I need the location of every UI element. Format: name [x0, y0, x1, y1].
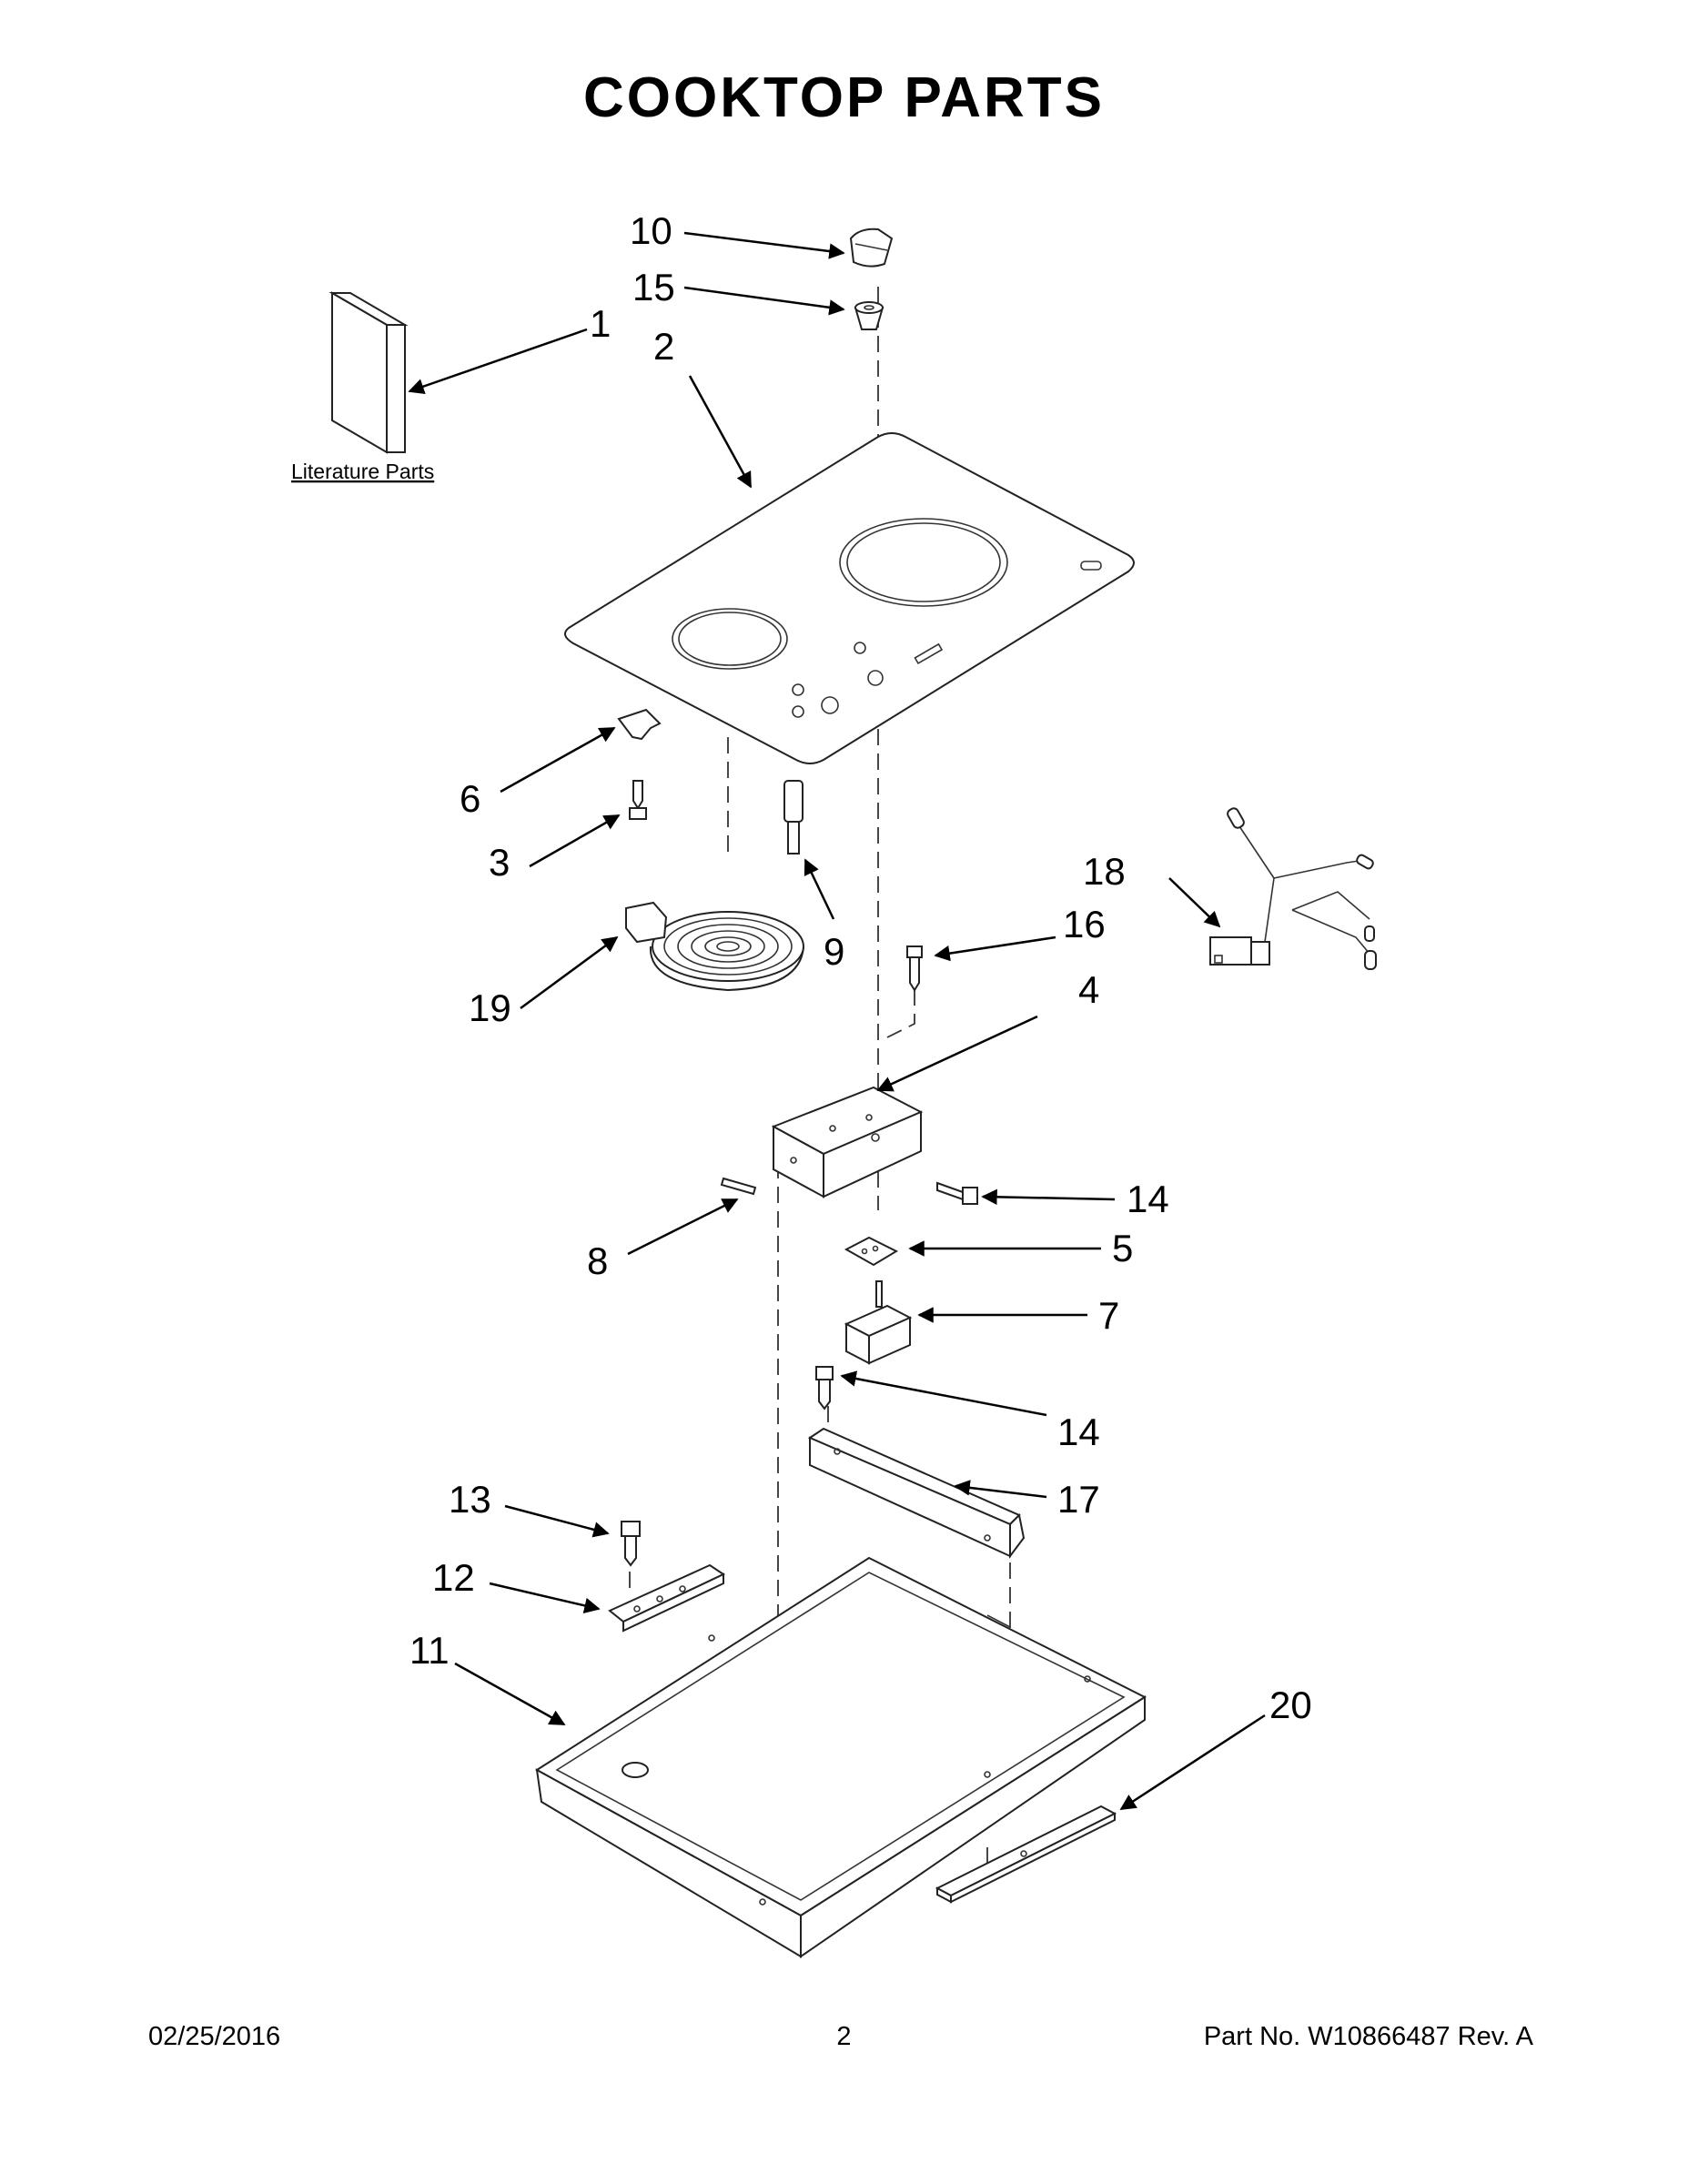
callout-20: 20	[1269, 1684, 1312, 1726]
literature-parts-label: Literature Parts	[291, 460, 434, 483]
callout-18: 18	[1083, 850, 1126, 893]
footer-date: 02/25/2016	[148, 2022, 281, 2051]
screw-13	[621, 1521, 641, 1567]
callout-15: 15	[632, 266, 675, 308]
mounting-screw	[629, 780, 647, 820]
rear-bracket	[807, 1427, 1026, 1559]
leader-lines	[408, 231, 1266, 1811]
callout-11: 11	[409, 1629, 450, 1672]
callout-7: 7	[1098, 1294, 1119, 1337]
knob-bezel	[854, 301, 884, 330]
footer-page-number: 2	[836, 2022, 852, 2051]
callout-10: 10	[630, 209, 672, 252]
screw-16	[906, 945, 923, 992]
callout-3: 3	[489, 841, 510, 884]
screw-14-lower	[815, 1366, 834, 1410]
wire-harness	[1209, 807, 1377, 970]
mounting-clip	[617, 708, 662, 741]
callout-6: 6	[460, 777, 480, 820]
callout-1: 1	[590, 302, 611, 345]
switch-plate	[844, 1236, 899, 1267]
callout-14-lower: 14	[1057, 1410, 1100, 1453]
front-bracket	[608, 1563, 726, 1633]
control-knob	[849, 228, 894, 268]
callout-17: 17	[1057, 1478, 1100, 1521]
callout-labels: 1 2 3 4 5 6 7 8 9 10 11 12 13 14 14 15 1…	[409, 209, 1312, 1726]
switch-bracket	[771, 1086, 924, 1198]
radiant-element	[625, 901, 804, 992]
callout-14-upper: 14	[1127, 1178, 1169, 1220]
callout-19: 19	[469, 986, 511, 1029]
indicator-light	[783, 780, 804, 854]
callout-12: 12	[432, 1556, 475, 1599]
insulator-strip	[720, 1177, 757, 1196]
footer-part-number: Part No. W10866487 Rev. A	[1203, 2022, 1533, 2051]
callout-2: 2	[653, 325, 674, 368]
callout-4: 4	[1078, 968, 1099, 1011]
trim-strip	[935, 1805, 1117, 1904]
screw-14-upper	[936, 1181, 978, 1205]
callout-5: 5	[1112, 1227, 1133, 1269]
callout-8: 8	[587, 1239, 608, 1282]
callout-9: 9	[824, 930, 844, 973]
literature-booklet	[329, 291, 409, 454]
cooktop-glass	[564, 432, 1135, 764]
burner-box	[535, 1556, 1147, 1958]
infinite-switch	[844, 1280, 913, 1365]
callout-16: 16	[1063, 903, 1106, 945]
page-title: COOKTOP PARTS	[583, 66, 1105, 129]
callout-13: 13	[449, 1478, 491, 1521]
